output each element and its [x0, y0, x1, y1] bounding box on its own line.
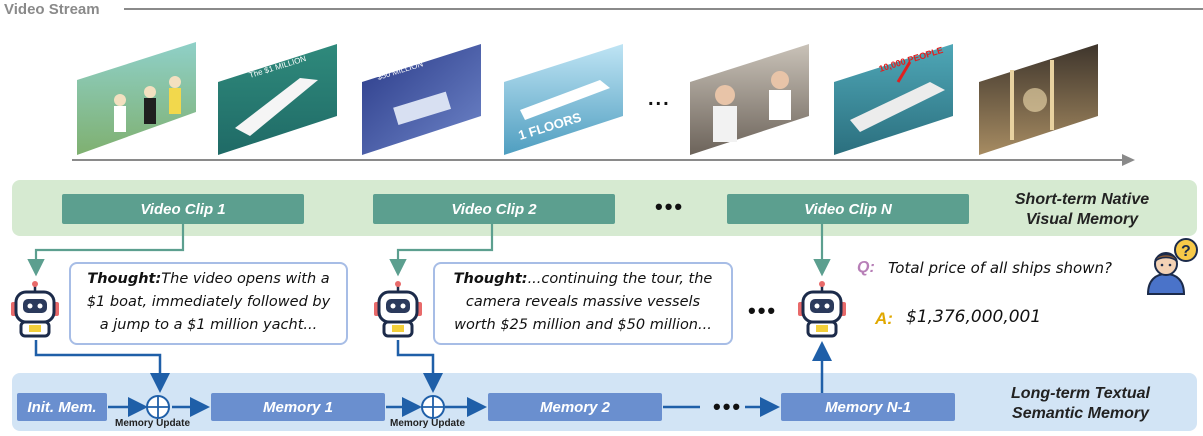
clip1-to-agent1	[27, 224, 185, 277]
thought-2-label: Thought:	[453, 271, 528, 287]
memory-n-1[interactable]: Memory N-1	[781, 393, 955, 421]
update-node-1	[146, 395, 170, 419]
thought-1-label: Thought:	[87, 271, 162, 287]
frame-5	[690, 44, 809, 155]
question-label: Q:	[857, 259, 875, 276]
frame-1	[77, 42, 196, 155]
update-node-2	[421, 395, 445, 419]
answer-label: A:	[875, 309, 893, 328]
stream-ellipsis: ...	[648, 88, 671, 110]
long-term-title: Long-term Textual Semantic Memory	[973, 384, 1188, 424]
video-clip-n[interactable]: Video Clip N	[727, 194, 969, 224]
thought-2-line2: camera reveals massive vessels	[465, 294, 701, 310]
svg-text:?: ?	[1181, 243, 1191, 260]
agent-robot-1-icon	[11, 281, 59, 338]
thought-1-line2: $1 boat, immediately followed by	[86, 294, 331, 310]
video-stream-timeline	[72, 8, 1203, 166]
agent-robot-2-icon	[374, 281, 422, 338]
memory-2[interactable]: Memory 2	[488, 393, 662, 421]
memory-ellipsis: •••	[713, 394, 743, 419]
short-term-title-line2: Visual Memory	[1025, 211, 1139, 228]
answer-text: $1,376,000,001	[906, 307, 1042, 327]
long-term-title-line2: Semantic Memory	[1012, 405, 1149, 422]
agent1-to-update	[34, 340, 170, 393]
thought-1-line1: Thought:The video opens with a	[87, 271, 330, 287]
thought-1-line3: a jump to a $1 million yacht...	[99, 317, 318, 333]
thought-2-line3: worth $25 million and $50 million...	[454, 317, 712, 333]
frame-6: 10,000 PEOPLE	[834, 44, 953, 155]
user-question-icon: ?	[1146, 238, 1198, 295]
frame-4: 1 FLOORS	[504, 44, 623, 155]
thought-box-1: Thought:The video opens with a $1 boat, …	[69, 262, 348, 345]
question-text: Total price of all ships shown?	[888, 259, 1112, 277]
agent-robot-n-icon	[798, 281, 846, 338]
memory-1[interactable]: Memory 1	[211, 393, 385, 421]
agent2-to-update	[396, 340, 443, 393]
thought-box-2: Thought:...continuing the tour, the came…	[433, 262, 733, 345]
video-clip-1[interactable]: Video Clip 1	[62, 194, 304, 224]
short-term-title-line1: Short-term Native	[1014, 191, 1150, 208]
thought-ellipsis: •••	[748, 298, 778, 323]
thought-2-line1: Thought:...continuing the tour, the	[453, 271, 713, 287]
memory-update-label-2: Memory Update	[390, 418, 466, 429]
video-frames: The $1 MILLION $50 MILLION 1 FLOORS 10,0…	[77, 42, 1098, 155]
short-term-title: Short-term Native Visual Memory	[982, 190, 1182, 230]
clip2-to-agent2	[389, 224, 494, 277]
long-term-title-line1: Long-term Textual	[1011, 385, 1150, 402]
clips-ellipsis: •••	[655, 194, 685, 219]
video-clip-2[interactable]: Video Clip 2	[373, 194, 615, 224]
video-stream-label: Video Stream	[4, 1, 100, 18]
frame-7	[979, 44, 1098, 155]
memory-update-label-1: Memory Update	[115, 418, 191, 429]
init-memory[interactable]: Init. Mem.	[17, 393, 107, 421]
